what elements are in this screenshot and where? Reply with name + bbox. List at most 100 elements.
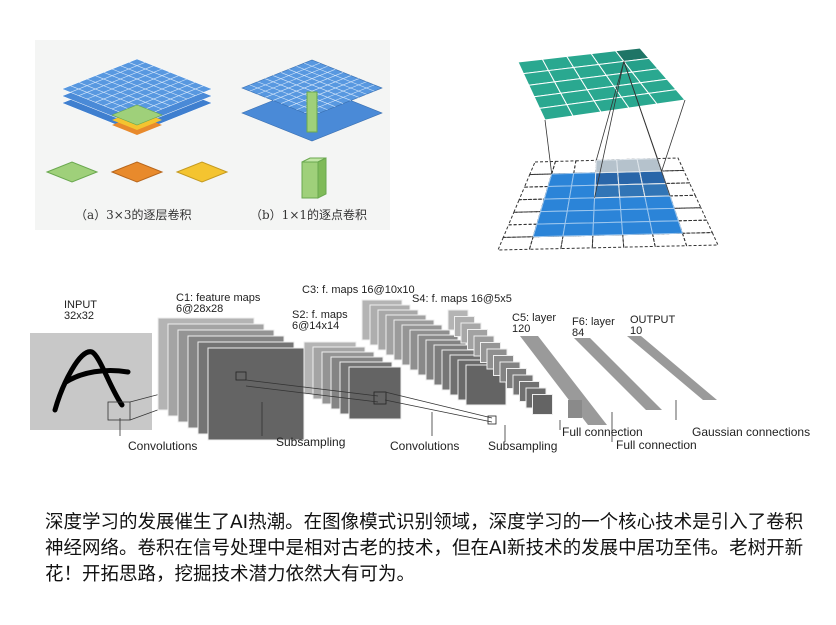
padded-cell [497, 236, 534, 251]
padded-cell [507, 211, 542, 226]
projection-lines [544, 61, 686, 198]
pointwise-grid-line [296, 65, 367, 95]
label-gaussian-connections: Gaussian connections [692, 425, 811, 439]
padded-cell [523, 173, 553, 188]
c1-feature-maps [157, 317, 305, 441]
pointwise-stack [241, 59, 383, 199]
f6-layer-band [574, 338, 662, 410]
padded-cell [518, 186, 549, 201]
pointwise-grid-line [272, 75, 344, 104]
padded-cell [661, 169, 691, 184]
pointwise-grid-line [288, 78, 359, 107]
connector-s2-b [245, 385, 379, 403]
label-full-connection-2: Full connection [616, 438, 697, 452]
feature-grid [70, 62, 204, 116]
input-cell [646, 207, 679, 222]
depthwise-pointwise-figure: （a）3×3的逐层卷积 （b）1×1的逐点卷积 [35, 40, 390, 230]
c5-layer-band [520, 336, 607, 425]
projection-line [661, 99, 686, 172]
s2-feature-maps [303, 341, 402, 420]
kernel-cell [594, 184, 621, 199]
depthwise-pointwise-svg [45, 58, 383, 199]
label-c1-size: 6@28x28 [176, 303, 224, 315]
kernel-stack-green [111, 104, 163, 126]
label-convolutions-1: Convolutions [128, 439, 198, 453]
padded-cell [560, 234, 594, 250]
s4-feature-maps [447, 309, 553, 415]
label-full-connection-1: Full connection [562, 425, 643, 439]
operation-markers [119, 400, 677, 442]
pointwise-grid-line [272, 72, 344, 101]
pointwise-grid-line [265, 69, 336, 98]
input-cell [644, 195, 675, 210]
connector-c3-b [384, 399, 493, 423]
label-input-title: INPUT [64, 299, 97, 311]
depthwise-grid-line [70, 62, 146, 93]
padded-cell [551, 160, 577, 175]
transposed-convolution-figure [490, 40, 720, 255]
input-cell [543, 185, 573, 200]
c1-map [207, 347, 305, 441]
projection-line [544, 119, 553, 175]
padded-cell [681, 232, 719, 247]
pointwise-grid-line [280, 75, 352, 104]
c5-block [568, 400, 582, 418]
kernel-cell [595, 159, 619, 174]
pointwise-kernel-side [317, 157, 327, 199]
output-grid [517, 47, 686, 121]
input-cell [539, 197, 571, 213]
kernel-cell [641, 182, 671, 198]
pointwise-column [306, 91, 318, 133]
connector-s2-a [245, 379, 379, 397]
padded-cell [651, 232, 688, 247]
padded-cell [513, 198, 545, 213]
depthwise-grid-line [111, 78, 188, 110]
label-f6-title: F6: layer [572, 316, 615, 328]
input-receptive-field [107, 401, 131, 421]
label-convolutions-2: Convolutions [390, 439, 460, 453]
input-cell [532, 222, 566, 238]
caption-depthwise: （a）3×3的逐层卷积 [75, 208, 192, 222]
depthwise-grid-line [120, 65, 196, 96]
label-subsampling-2: Subsampling [488, 439, 558, 453]
c3-receptive-field [487, 415, 497, 425]
pointwise-kernel [301, 161, 319, 199]
input-grid [532, 158, 684, 238]
label-c1-title: C1: feature maps [176, 292, 261, 304]
label-output-size: 10 [630, 325, 643, 337]
pointwise-grid-line [288, 69, 359, 98]
projection-line [595, 61, 625, 161]
kernel-cell [618, 183, 646, 198]
depthwise-grid-line [95, 72, 171, 103]
projection-line [594, 61, 625, 198]
s2-map [348, 366, 402, 420]
padded-cell [673, 207, 708, 222]
input-cell [592, 209, 623, 224]
kernel-yellow [175, 161, 229, 183]
input-cell [562, 222, 594, 237]
connector-c3-a [384, 391, 493, 419]
pointwise-top-plane [241, 59, 383, 117]
transposed-convolution-svg [497, 47, 719, 251]
output-layer-band [627, 336, 717, 400]
padded-cell [502, 223, 538, 238]
input-cell [568, 184, 596, 199]
lenet5-svg [30, 299, 717, 442]
label-c3-title: C3: f. maps 16@10x10 [302, 284, 415, 296]
kernel-cell [616, 158, 641, 173]
input-letter-a [52, 349, 131, 413]
padded-cell [528, 235, 564, 250]
depthwise-grid-line [86, 78, 163, 110]
label-c5-size: 120 [512, 323, 531, 335]
label-s2-size: 6@14x14 [292, 320, 340, 332]
s4-map [532, 394, 553, 415]
input-cell [620, 208, 651, 223]
label-c5-title: C5: layer [512, 312, 557, 324]
depthwise-grid-line [128, 62, 204, 93]
caption-pointwise: （b）1×1的逐点卷积 [250, 208, 368, 222]
input-cell [592, 221, 624, 236]
input-cell [593, 196, 622, 211]
pointwise-grid-line [304, 62, 375, 92]
depthwise-grid-line [78, 65, 154, 96]
input-cell [566, 197, 596, 212]
